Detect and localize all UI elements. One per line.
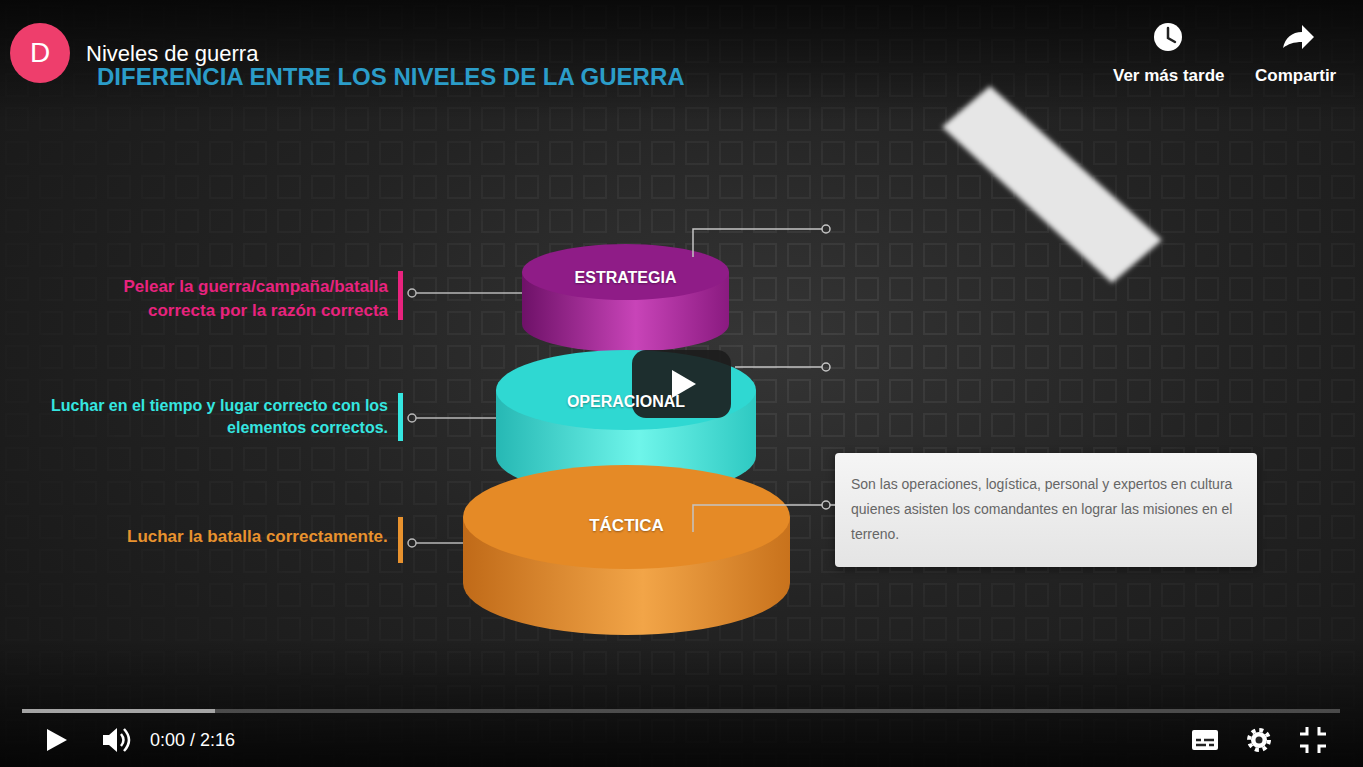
time-display-box: 0:00 / 2:16 [150,728,235,753]
gear-teeth [1249,730,1269,750]
slide-title-box: DIFERENCIA ENTRE LOS NIVELES DE LA GUERR… [97,63,685,91]
flying-card [942,86,1162,283]
fullscreen-exit-icon [1300,727,1326,753]
leader-dot [822,225,830,233]
disc-top [463,465,790,569]
level-name: TÁCTICA [463,516,790,536]
leader-line [416,292,522,294]
level-description-box: Pelear la guerra/campaña/batalla correct… [78,275,388,323]
label-bar [398,517,403,563]
disc-top [522,244,729,300]
leader-dot [822,363,830,371]
leader-line [735,366,822,368]
leader-line [416,542,463,544]
leader-dot [408,539,416,547]
video-title: Niveles de guerra [86,38,258,69]
leader-line [693,229,822,257]
leader-dot [822,501,830,509]
callout-text: Son las operaciones, logística, personal… [851,472,1241,547]
disc-shape [463,465,790,635]
volume-waves [121,729,129,751]
play-icon [47,729,67,751]
avatar-circle: D [10,23,70,83]
video-title-box: Niveles de guerra [86,38,258,69]
gear-body [1251,732,1267,748]
share-icon [1283,25,1314,49]
level-name: ESTRATEGIA [522,268,729,288]
label-bar [398,271,403,320]
clock-hands [1168,28,1175,42]
button-label-box: Compartir [1255,64,1336,88]
level-disc: ESTRATEGIA [522,244,729,352]
button-label: Compartir [1255,64,1336,88]
level-description: Luchar en el tiempo y lugar correcto con… [48,395,388,439]
level-description-box: Luchar la batalla correctamente. [127,525,388,549]
slide-title: DIFERENCIA ENTRE LOS NIVELES DE LA GUERR… [97,63,685,91]
volume-icon [103,728,117,752]
level-disc: TÁCTICA [463,465,790,635]
header-shade [0,0,1363,120]
disc-top [496,350,756,430]
player-controls [22,709,1340,753]
level-description: Pelear la guerra/campaña/batalla correct… [78,275,388,323]
button-label-box: Ver más tarde [1113,64,1225,88]
leader-dot [408,289,416,297]
leader-line [416,417,496,419]
time-display: 0:00 / 2:16 [150,728,235,753]
level-description-box: Luchar en el tiempo y lugar correcto con… [48,395,388,439]
callout-box: Son las operaciones, logística, personal… [835,453,1257,567]
level-description: Luchar la batalla correctamente. [127,525,388,549]
progress-loaded [22,709,215,713]
subtitles-lines [1196,740,1214,745]
gear-hole [1256,737,1263,744]
leader-dot [408,414,416,422]
avatar-letter: D [30,39,50,67]
label-bar [398,393,403,441]
clock-icon [1154,23,1182,51]
button-label: Ver más tarde [1113,64,1225,88]
level-name: OPERACIONAL [496,392,756,412]
controls-shade [0,640,1363,767]
progress-track [22,709,1340,713]
subtitles-icon [1192,730,1218,750]
disc-shape [522,244,729,352]
